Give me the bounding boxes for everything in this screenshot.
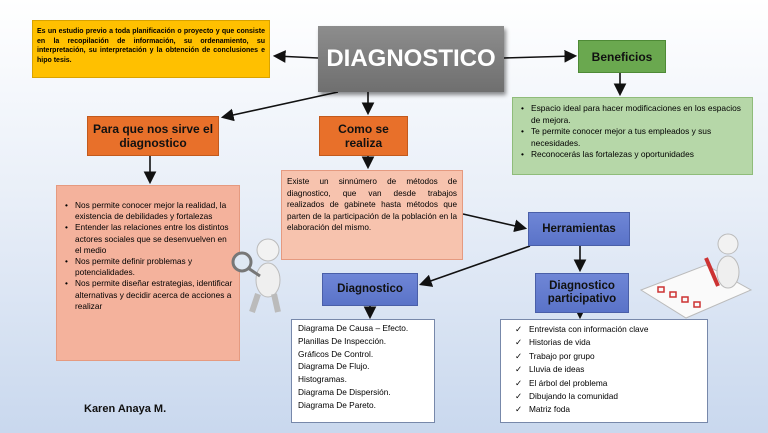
how-heading: Como se realiza xyxy=(319,116,408,156)
tool-item: Matriz foda xyxy=(515,403,701,417)
definition-box: Es un estudio previo a toda planificació… xyxy=(32,20,270,78)
purpose-item: Nos permite definir problemas y potencia… xyxy=(65,256,233,278)
tool-item: Trabajo por grupo xyxy=(515,350,701,364)
participativo-tools-list: Entrevista con información clave Histori… xyxy=(500,319,708,423)
tool-item: Planillas De Inspección. xyxy=(298,335,387,346)
benefits-heading: Beneficios xyxy=(578,40,666,73)
how-text: Existe un sinnúmero de métodos de diagno… xyxy=(281,170,463,260)
arrow-to-tools xyxy=(462,213,528,233)
author-name: Karen Anaya M. xyxy=(84,403,167,415)
benefit-item: Espacio ideal para hacer modificaciones … xyxy=(521,103,746,126)
diagnostico-tools-list: Diagrama De Causa – Efecto. Planillas De… xyxy=(291,319,435,423)
tool-item: Diagrama De Pareto. xyxy=(298,399,376,410)
tools-heading: Herramientas xyxy=(528,212,630,246)
tool-item: Histogramas. xyxy=(298,374,347,385)
tool-item: Entrevista con información clave xyxy=(515,323,701,337)
benefits-list: Espacio ideal para hacer modificaciones … xyxy=(512,97,753,175)
purpose-heading: Para que nos sirve el diagnostico xyxy=(87,116,219,156)
benefit-item: Te permite conocer mejor a tus empleados… xyxy=(521,126,746,149)
benefit-item: Reconocerás las fortalezas y oportunidad… xyxy=(521,149,746,161)
participativo-heading: Diagnostico participativo xyxy=(535,273,629,313)
diagram-title: DIAGNOSTICO xyxy=(318,26,504,92)
magnifier-figure-icon xyxy=(231,238,281,313)
tool-item: Dibujando la comunidad xyxy=(515,390,701,404)
tool-item: Lluvia de ideas xyxy=(515,363,701,377)
tool-item: Diagrama De Dispersión. xyxy=(298,386,391,397)
tool-item: El árbol del problema xyxy=(515,377,701,391)
purpose-item: Nos permite diseñar estrategias, identif… xyxy=(65,278,233,312)
arrow-to-definition xyxy=(272,50,319,63)
tool-item: Diagrama De Flujo. xyxy=(298,361,370,372)
tool-item: Diagrama De Causa – Efecto. xyxy=(298,323,409,333)
arrow-to-benefits xyxy=(503,49,578,63)
tool-item: Historias de vida xyxy=(515,336,701,350)
tool-item: Gráficos De Control. xyxy=(298,348,374,359)
purpose-item: Entender las relaciones entre los distin… xyxy=(65,222,233,256)
checklist-figure-icon xyxy=(639,233,753,319)
arrow-to-diagnostico xyxy=(418,245,531,287)
arrow-to-purpose xyxy=(220,91,339,122)
diagnostico-heading: Diagnostico xyxy=(322,273,418,306)
purpose-list: Nos permite conocer mejor la realidad, l… xyxy=(56,185,240,361)
purpose-item: Nos permite conocer mejor la realidad, l… xyxy=(65,200,233,222)
